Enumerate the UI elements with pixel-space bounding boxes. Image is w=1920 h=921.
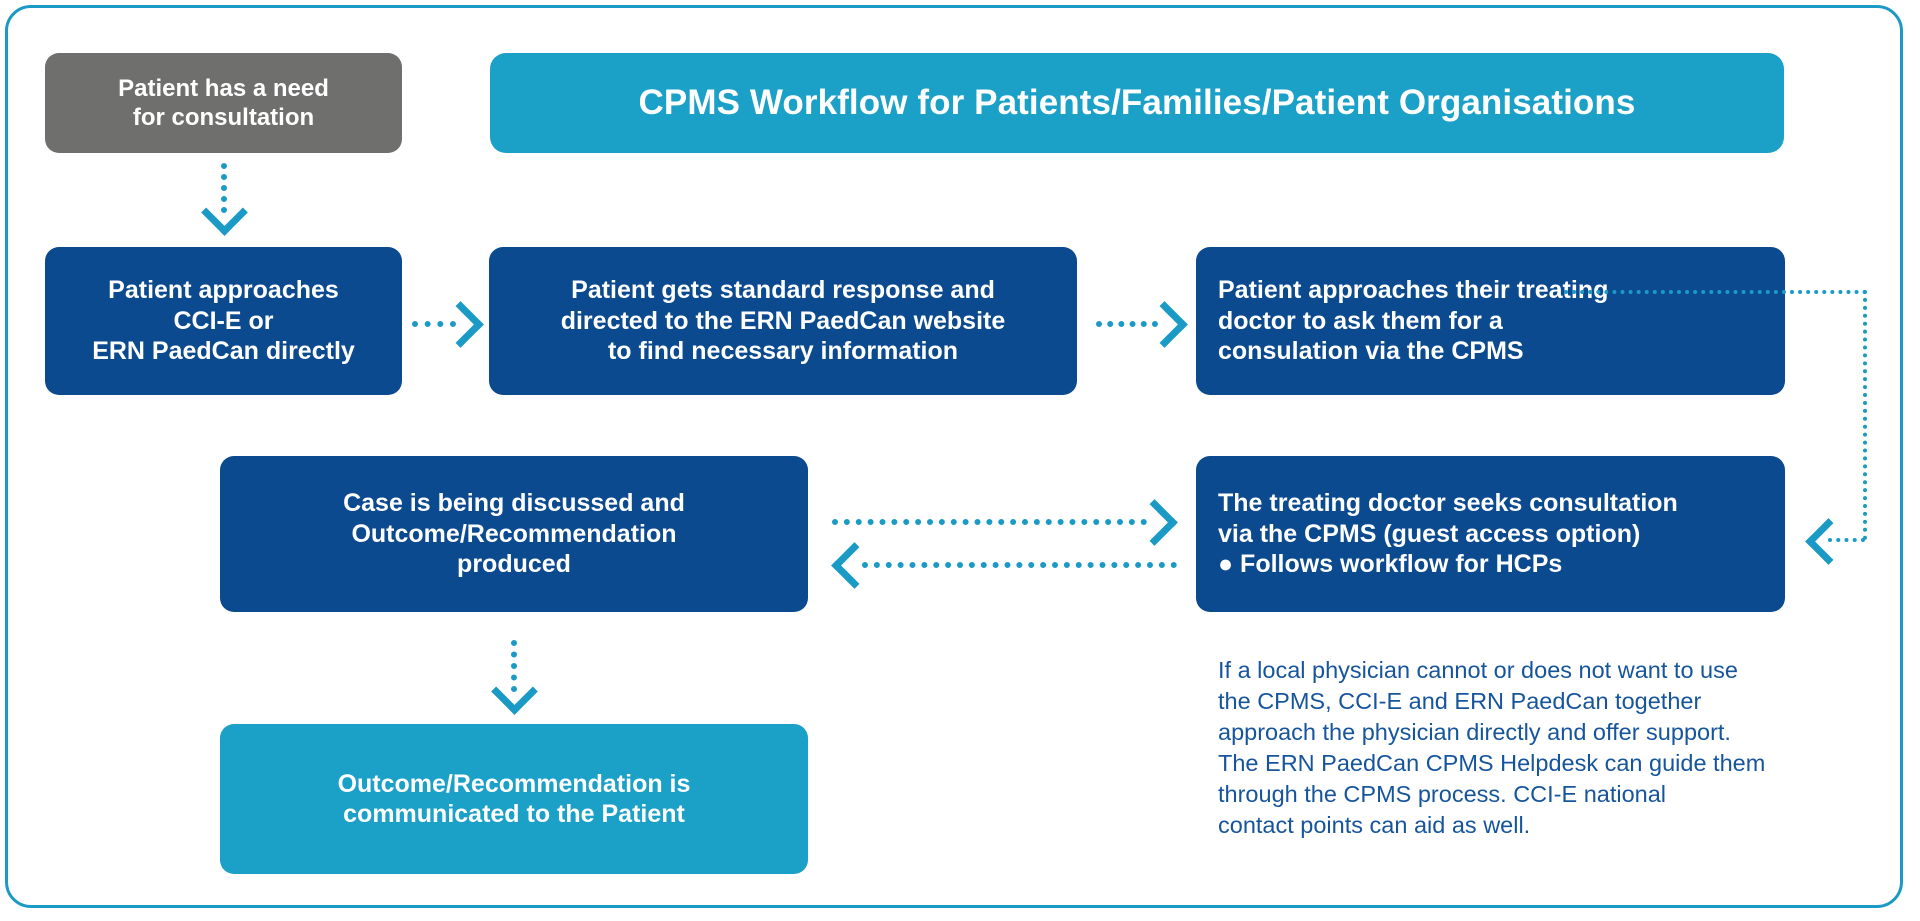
- node-line: to find necessary information: [607, 337, 959, 366]
- node-line: for consultation: [132, 104, 315, 131]
- node-line: directed to the ERN PaedCan website: [560, 306, 1006, 335]
- node-line: Outcome/Recommendation: [351, 519, 677, 548]
- node-line: via the CPMS (guest access option): [1218, 519, 1641, 548]
- page-title: CPMS Workflow for Patients/Families/Pati…: [638, 83, 1636, 122]
- node-case-discussed: Case is being discussed and Outcome/Reco…: [220, 456, 808, 612]
- node-patient-approaches-doctor: Patient approaches their treating doctor…: [1196, 247, 1785, 395]
- connector-need-to-approach-line: [221, 163, 227, 213]
- node-line: doctor to ask them for a: [1218, 306, 1503, 335]
- connector-approach-to-standard-line: [412, 321, 456, 327]
- note-paragraph: If a local physician cannot or does not …: [1218, 655, 1858, 841]
- connector-seeks-to-case-line: [862, 562, 1177, 568]
- node-line: communicated to the Patient: [343, 800, 685, 828]
- note-line: The ERN PaedCan CPMS Helpdesk can guide …: [1218, 750, 1766, 777]
- node-patient-has-need: Patient has a need for consultation: [45, 53, 402, 153]
- node-line: Patient gets standard response and: [571, 276, 995, 305]
- node-patient-approaches: Patient approaches CCI-E or ERN PaedCan …: [45, 247, 402, 395]
- node-line: The treating doctor seeks consultation: [1218, 489, 1678, 518]
- node-line: CCI-E or: [173, 306, 274, 335]
- connector-standard-to-treating-line: [1096, 321, 1158, 327]
- node-standard-response: Patient gets standard response and direc…: [489, 247, 1077, 395]
- node-line: Patient approaches their treating: [1218, 276, 1609, 305]
- diagram-title-banner: CPMS Workflow for Patients/Families/Pati…: [490, 53, 1784, 153]
- node-line: produced: [457, 550, 571, 579]
- connector-loop-top-segment: [1564, 290, 1867, 294]
- connector-case-to-outcome-line: [511, 640, 517, 692]
- node-doctor-seeks-consultation: The treating doctor seeks consultation v…: [1196, 456, 1785, 612]
- note-line: through the CPMS process. CCI-E national: [1218, 781, 1667, 808]
- node-line: Patient has a need: [118, 74, 329, 102]
- node-line: Outcome/Recommendation is: [337, 769, 691, 798]
- connector-case-to-seeks-line: [832, 519, 1147, 525]
- node-line: ERN PaedCan directly: [92, 337, 355, 366]
- node-outcome-communicated: Outcome/Recommendation is communicated t…: [220, 724, 808, 874]
- diagram-frame-border: [5, 5, 1903, 908]
- node-line: consulation via the CPMS: [1218, 337, 1524, 366]
- note-line: the CPMS, CCI-E and ERN PaedCan together: [1218, 688, 1702, 715]
- node-line-bullet: ● Follows workflow for HCPs: [1218, 550, 1563, 579]
- node-line: Patient approaches: [108, 276, 339, 305]
- note-line: approach the physician directly and offe…: [1218, 719, 1731, 746]
- note-line: contact points can aid as well.: [1218, 812, 1531, 839]
- connector-loop-bottom-segment: [1828, 538, 1865, 542]
- connector-loop-right-segment: [1863, 290, 1867, 540]
- note-line: If a local physician cannot or does not …: [1218, 657, 1738, 683]
- node-line: Case is being discussed and: [343, 489, 685, 518]
